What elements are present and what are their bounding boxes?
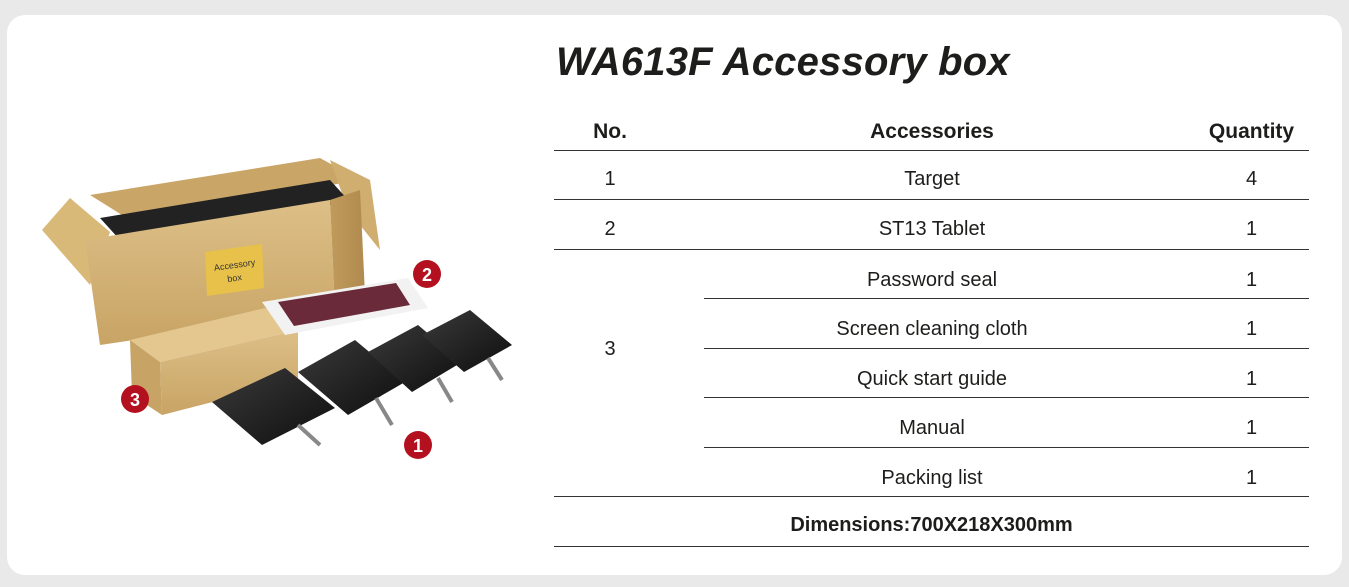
row-no: 2 [604,217,616,240]
row-item: Password seal [866,268,998,291]
tablet-screen [278,283,410,326]
row-qty: 1 [1245,416,1258,439]
row-qty: 4 [1245,167,1258,190]
row-item: Manual [899,416,965,439]
box-side [330,190,365,310]
target-1 [212,368,335,447]
row-item: Packing list [881,466,983,489]
target-4 [422,310,512,382]
box-label [205,244,264,296]
header-quantity: Quantity [1208,120,1295,143]
divider [554,249,1309,250]
row-qty: 1 [1245,217,1258,240]
row-item: Screen cleaning cloth [836,317,1028,340]
row-item: ST13 Tablet [878,217,986,240]
row-no: 3 [604,337,616,360]
table-row-group-no: 3 [554,334,1309,364]
row-qty: 1 [1245,317,1258,340]
row-qty: 1 [1245,268,1258,291]
row-no: 1 [604,167,616,190]
table-row: 1 Target 4 [554,164,1309,194]
svg-text:1: 1 [413,436,423,456]
table-row: Screen cleaning cloth 1 [554,314,1309,344]
table-header: No. Accessories Quantity [554,114,1309,150]
callout-1: 1 [404,431,432,459]
row-qty: 1 [1245,466,1258,489]
table-row: Packing list 1 [554,463,1309,493]
divider [704,397,1309,398]
box-flap-back [90,158,360,220]
table-row: Password seal 1 [554,265,1309,295]
divider [554,150,1309,151]
box-interior [100,180,350,240]
accessory-box-illustration: Accessory box 2 3 1 [42,158,512,459]
target-3 [368,325,462,404]
small-box-top [130,308,298,362]
divider [704,447,1309,448]
small-box-side [160,330,298,415]
row-item: Target [904,167,960,190]
svg-text:3: 3 [130,390,140,410]
divider [554,496,1309,497]
divider [554,546,1309,547]
table-row: 2 ST13 Tablet 1 [554,214,1309,244]
table-row: Manual 1 [554,413,1309,443]
box-label-text-2: box [227,272,243,284]
callout-2: 2 [413,260,441,288]
page-title: WA613F Accessory box [556,40,1010,84]
row-item: Quick start guide [856,367,1008,390]
table-row: Quick start guide 1 [554,364,1309,394]
divider [554,199,1309,200]
header-no: No. [593,120,627,143]
svg-text:2: 2 [422,265,432,285]
callout-3: 3 [121,385,149,413]
divider [704,298,1309,299]
divider [704,348,1309,349]
row-qty: 1 [1245,367,1258,390]
dimensions-footer: Dimensions:700X218X300mm [790,514,1073,536]
header-accessories: Accessories [870,120,994,143]
target-2 [298,340,405,427]
